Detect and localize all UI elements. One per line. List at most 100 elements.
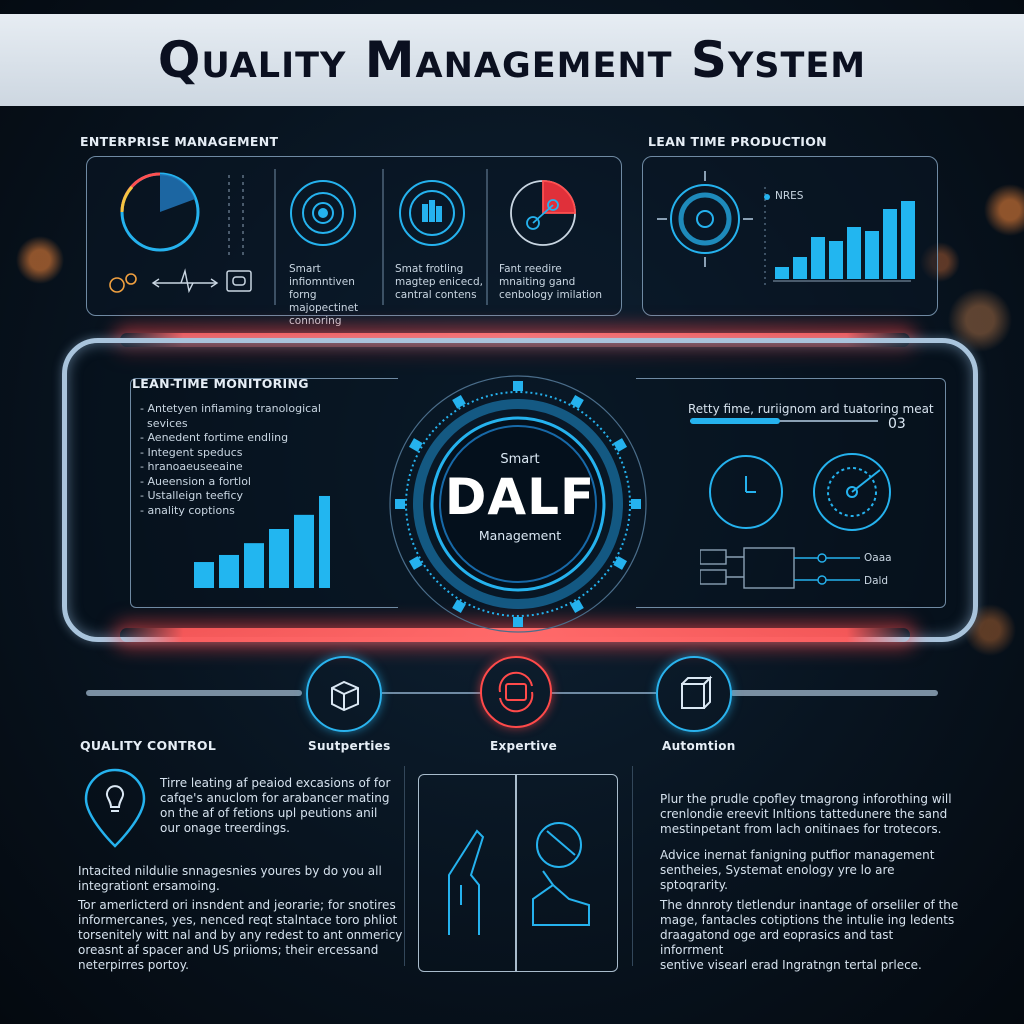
feature-label-1: Suutperties bbox=[308, 739, 391, 753]
clock-icon bbox=[709, 455, 783, 529]
quality-para-2-line: oreasnt af spacer and US priioms; their … bbox=[78, 943, 379, 957]
lean-production-bar bbox=[775, 267, 789, 279]
quality-para-2: Tor amerlicterd ori insndent and jeorari… bbox=[78, 898, 408, 973]
quality-para-2-line: torsenitely witt nal and by any redest t… bbox=[78, 928, 403, 942]
monitoring-bar bbox=[244, 543, 264, 588]
enterprise-item-2: Smat frotling magtep enicecd, cantral co… bbox=[395, 263, 491, 302]
monitoring-bullet-text: anality coptions bbox=[147, 503, 235, 517]
feature-label-2: Expertive bbox=[490, 739, 558, 753]
monitoring-bar bbox=[294, 514, 314, 588]
dial-icon bbox=[657, 171, 753, 267]
feature-box-circle[interactable] bbox=[306, 656, 382, 732]
right-para-2-line: Advice inernat fanigning putfior managem… bbox=[660, 848, 935, 862]
enterprise-item-1-line-3: connoring bbox=[289, 315, 342, 327]
column-divider-left bbox=[404, 766, 405, 966]
monitoring-label: LEAN-TIME MONITORING bbox=[132, 376, 309, 391]
lean-production-graphics bbox=[657, 171, 915, 287]
ring-tick bbox=[408, 438, 423, 452]
ring-tick bbox=[631, 499, 641, 509]
right-para-1: Plur the prudle cpofley tmagrong inforot… bbox=[660, 792, 960, 837]
monitoring-bullet-text: sevices bbox=[147, 416, 188, 430]
dalf-ring bbox=[389, 375, 647, 633]
column-divider-right bbox=[632, 766, 633, 966]
enterprise-item-2-line-2: magtep enicecd, bbox=[395, 276, 483, 288]
enterprise-item-3: Fant reedire mnaiting gand cenbology imi… bbox=[499, 263, 619, 302]
thinking-person-icon bbox=[532, 822, 590, 926]
lean-production-bar bbox=[901, 201, 915, 279]
monitoring-bar bbox=[194, 562, 214, 588]
dalf-bottom-text: Management bbox=[478, 528, 562, 543]
arrow-icon bbox=[151, 268, 219, 294]
realtime-graphics bbox=[700, 453, 891, 589]
right-para-3-line: sentive visearl erad Ingratngn tertal pr… bbox=[660, 958, 922, 972]
monitor-icon bbox=[226, 270, 252, 292]
enterprise-item-1-line-2: forng majopectinet bbox=[289, 289, 359, 314]
ring-tick bbox=[452, 394, 466, 409]
box-icon bbox=[331, 680, 359, 712]
page-title: Quality Management System bbox=[157, 31, 867, 89]
realtime-track bbox=[690, 420, 878, 422]
column-dividers bbox=[274, 169, 488, 305]
lean-production-bar bbox=[883, 209, 897, 279]
gears-icon bbox=[109, 273, 137, 293]
enterprise-graphics bbox=[109, 169, 576, 305]
title-bar: Quality Management System bbox=[0, 14, 1024, 106]
enterprise-panel: Smart infiomntiven forng majopectinet co… bbox=[86, 156, 622, 327]
ring-tick bbox=[513, 617, 523, 627]
quality-para-1-line: integrationt ersamoing. bbox=[78, 879, 220, 893]
enterprise-item-3-line-3: cenbology imilation bbox=[499, 289, 603, 301]
feature-link-1 bbox=[382, 692, 482, 694]
ring-tick bbox=[408, 556, 423, 570]
enterprise-item-1-line-1: Smart infiomntiven bbox=[289, 263, 355, 288]
monitoring-bullet-text: hranoaeuseeaine bbox=[147, 460, 243, 473]
ring-tick bbox=[570, 599, 584, 614]
chart-circle-icon bbox=[399, 180, 465, 246]
bottom-glow-line bbox=[120, 628, 910, 642]
enterprise-label: ENTERPRISE MANAGEMENT bbox=[80, 134, 279, 149]
right-para-2-line: sptoqrarity. bbox=[660, 878, 728, 892]
monitoring-bullet-text: Ustalleign teeficy bbox=[147, 489, 244, 502]
feature-rail-left bbox=[86, 690, 302, 696]
quality-intro-line: on the af of fetions upl peutions anil bbox=[160, 806, 378, 820]
quality-intro-line: our onage treerdings. bbox=[160, 821, 290, 835]
lean-production-legend: NRES bbox=[775, 190, 804, 202]
quality-para-2-line: Tor amerlicterd ori insndent and jeorari… bbox=[78, 898, 396, 912]
right-para-1-line: crenlondie ereevit Inltions tattedunere … bbox=[660, 807, 948, 821]
monitoring-bar bbox=[269, 529, 289, 588]
realtime-legend-2: Dald bbox=[864, 575, 889, 587]
monitoring-bullet: - Antetyen infiaming tranological bbox=[140, 402, 321, 415]
cube-icon bbox=[681, 675, 713, 709]
lean-production-bar bbox=[811, 237, 825, 279]
right-para-3: The dnnroty tletlendur inantage of orsel… bbox=[660, 898, 960, 973]
lean-production-panel: NRES bbox=[642, 156, 938, 316]
realtime-title: Retty fime, ruriignom ard tuatoring meat bbox=[688, 402, 934, 416]
monitoring-bullet: - Integent speducs bbox=[140, 445, 243, 459]
network-icon bbox=[510, 180, 576, 246]
lean-production-bar bbox=[829, 241, 843, 279]
realtime-frame bbox=[636, 378, 946, 608]
quality-para-2-line: informercanes, yes, nenced reqt stalntac… bbox=[78, 913, 398, 927]
hands-illustration bbox=[448, 822, 590, 935]
monitoring-bullet: - Ustalleign teeficy bbox=[140, 489, 244, 502]
right-para-3-line: mage, fantacles cotiptions the intulie i… bbox=[660, 913, 955, 927]
lean-production-label: LEAN TIME PRODUCTION bbox=[648, 134, 827, 149]
hand-icon bbox=[448, 829, 485, 935]
monitoring-chart bbox=[194, 495, 330, 588]
lean-production-bar bbox=[847, 227, 861, 279]
feature-rail-right bbox=[730, 690, 938, 696]
monitoring-bullet: sevices bbox=[140, 417, 380, 432]
dalf-main-text: DALF bbox=[444, 468, 596, 526]
feature-target-circle[interactable] bbox=[480, 656, 552, 728]
right-para-2-line: sentheies, Systemat enology yre lo are bbox=[660, 863, 895, 877]
ring-tick bbox=[570, 394, 584, 409]
target-icon bbox=[498, 671, 534, 713]
feature-cube-circle[interactable] bbox=[656, 656, 732, 732]
ring-tick bbox=[613, 556, 628, 570]
enterprise-item-3-line-1: Fant reedire bbox=[499, 263, 562, 275]
quality-para-1-line: Intacited nildulie snnagesnies youres by… bbox=[78, 864, 382, 878]
monitoring-bullet-text: Aenedent fortime endling bbox=[147, 431, 289, 444]
quality-intro: Tirre leating af peaiod excasions of for… bbox=[160, 776, 410, 836]
monitoring-bullet: - anality coptions bbox=[140, 503, 235, 517]
quality-para-2-line: neterpirres portoy. bbox=[78, 958, 189, 972]
lean-production-bars bbox=[775, 201, 915, 279]
